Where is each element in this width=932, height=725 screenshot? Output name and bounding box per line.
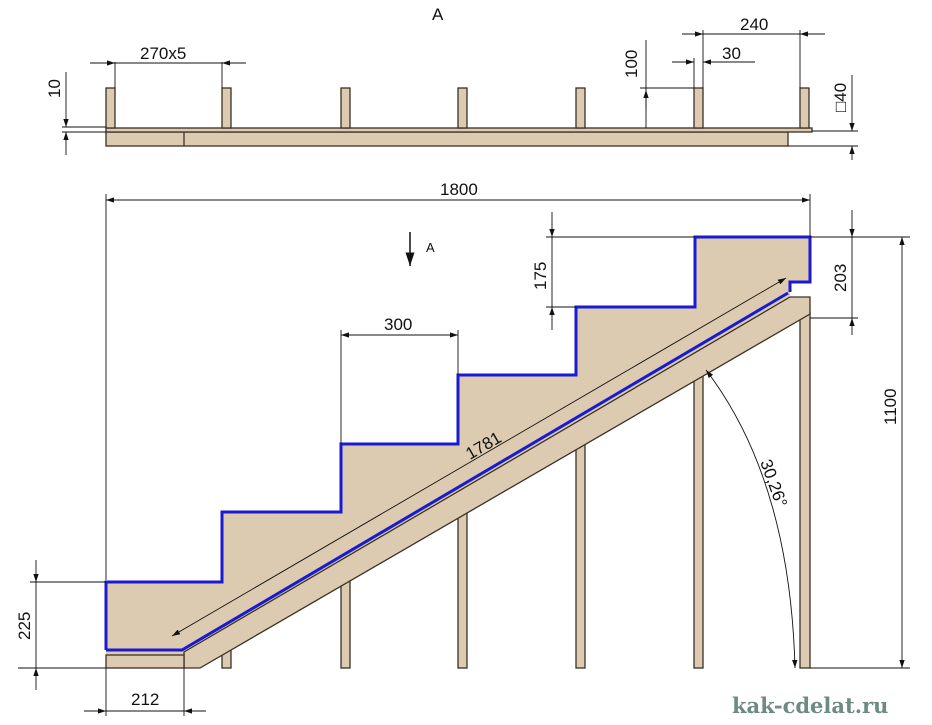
dim-top-step: 203: [831, 264, 850, 292]
stringer: [183, 296, 811, 669]
dim-post-width: 30: [722, 44, 741, 63]
dim-post-height: 100: [622, 50, 641, 78]
dim-angle: 30,26°: [756, 457, 791, 510]
side-view: A 1800 1100 203 175 300 225: [15, 180, 910, 716]
section-arrow-label: A: [426, 240, 435, 255]
watermark: kak-cdelat.ru: [732, 693, 888, 718]
view-label: A: [432, 5, 444, 24]
top-view: A 270x5 10 100 30: [45, 5, 858, 160]
dim-riser: 175: [531, 262, 550, 290]
bottom-board: [105, 654, 185, 669]
dim-tread: 300: [384, 315, 412, 334]
dim-last-span: 240: [740, 15, 768, 34]
dim-bottom-width: 212: [131, 690, 159, 709]
dim-total-height: 1100: [881, 388, 900, 425]
dim-spacing: 270x5: [140, 44, 186, 63]
dim-total-length: 1800: [440, 180, 478, 199]
top-view-board: [105, 131, 789, 147]
dim-thickness: 10: [45, 79, 64, 98]
dim-bottom-step: 225: [15, 612, 34, 640]
top-view-posts: [105, 87, 810, 129]
dim-post-section: □40: [831, 83, 850, 112]
